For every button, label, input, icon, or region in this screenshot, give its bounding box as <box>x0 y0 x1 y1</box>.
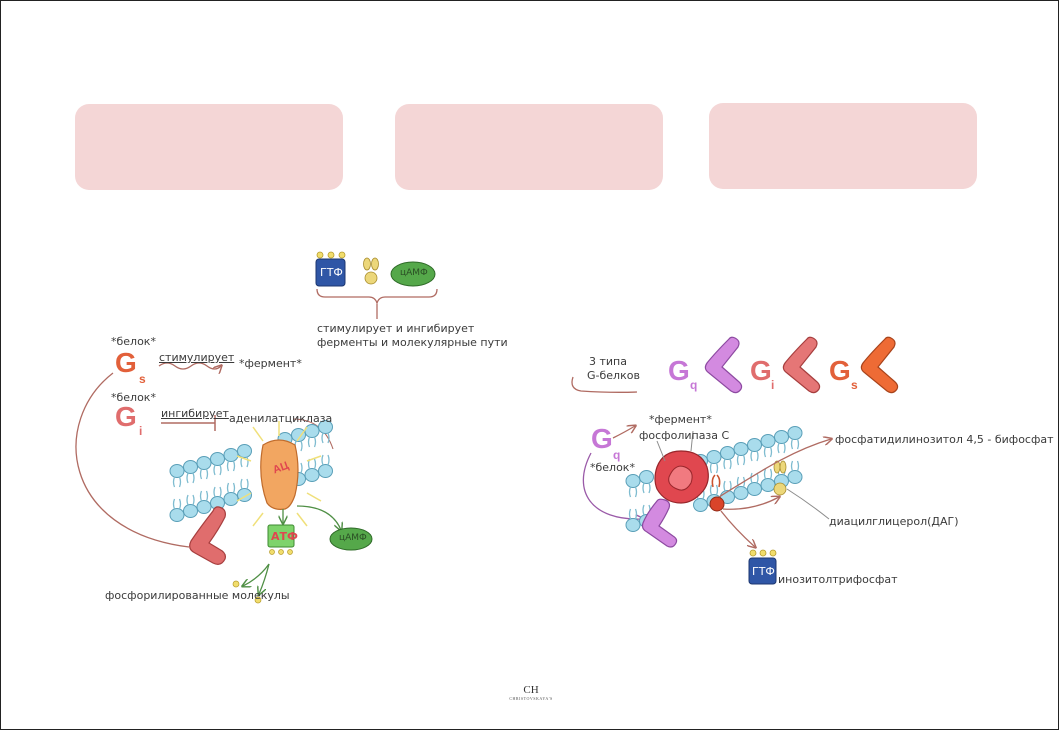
lipid-head <box>787 425 803 450</box>
lipid-head <box>209 486 226 511</box>
lipid-head <box>182 494 199 519</box>
phospholipase-c-label: фосфолипаза С <box>639 429 730 442</box>
empty-card-3 <box>709 103 977 189</box>
lipid-head <box>182 459 199 484</box>
gs-link-curve <box>75 372 190 548</box>
pip2-molecule <box>709 474 725 512</box>
ip3-label: инозитолтрифосфат <box>778 573 898 586</box>
enzyme-note-left: *фермент* <box>239 357 302 370</box>
gi-icon-top <box>782 336 821 394</box>
lipid-head <box>625 508 641 533</box>
legend-gtp-icon <box>315 251 346 287</box>
gq-icon-top <box>704 336 743 394</box>
atp-label: АТФ <box>271 530 298 543</box>
lipid-head <box>733 441 749 466</box>
inhibits-label: ингибирует <box>161 407 229 420</box>
legend-brace <box>316 288 438 306</box>
gq-link-curve <box>582 452 643 519</box>
gi-sub-left: i <box>139 424 143 438</box>
pip2-label: фосфатидилинозитол 4,5 - бифосфат <box>835 433 1054 446</box>
phospho-dot-2 <box>254 596 262 604</box>
gs-sub-top: s <box>851 378 858 392</box>
gs-icon-top <box>860 336 899 394</box>
legend-molecule-icon <box>363 257 379 285</box>
lipid-head <box>223 482 239 507</box>
lipid-head <box>223 447 239 472</box>
stimulates-label: стимулирует <box>159 351 235 364</box>
legend-caption-line1: стимулирует и ингибирует <box>317 322 475 335</box>
legend-gtp-label: ГТФ <box>320 266 343 279</box>
gs-letter-left: G <box>115 347 137 378</box>
three-types-line1: 3 типа <box>589 355 627 368</box>
adenylate-cyclase-label: аденилатциклаза <box>229 412 333 425</box>
camp-label-left: цАМФ <box>339 533 367 543</box>
lipid-head <box>773 429 790 454</box>
lipid-head <box>317 454 334 479</box>
camp-left <box>329 527 373 551</box>
lipid-head <box>196 490 212 515</box>
lipid-head <box>760 433 776 458</box>
lipid-head <box>625 473 641 498</box>
logo-mark: CH <box>523 684 539 696</box>
adenylate-cyclase-shape <box>260 439 299 510</box>
lipid-head <box>706 449 722 474</box>
lipid-head <box>209 451 226 476</box>
lipid-head <box>638 469 655 494</box>
three-types-bracket <box>571 376 638 393</box>
lipid-head <box>760 468 776 493</box>
gi-letter-top: G <box>750 355 772 386</box>
lipid-head <box>304 458 320 483</box>
dag-label: диацилглицерол(ДАГ) <box>829 515 959 528</box>
gq-alpha-membrane <box>641 498 678 548</box>
protein-note-1: *белок* <box>111 335 156 348</box>
gtp-label-right: ГТФ <box>752 565 775 578</box>
gi-letter-left: G <box>115 401 137 432</box>
atp-left <box>267 524 295 555</box>
legend-camp-icon <box>390 261 436 287</box>
lipid-head <box>236 478 253 503</box>
protein-note-right: *белок* <box>590 461 635 474</box>
lipid-head <box>169 463 185 488</box>
ac-glow <box>236 421 322 527</box>
inhibit-line <box>161 415 216 431</box>
stimulate-arrow <box>158 362 221 369</box>
gi-sub-top: i <box>771 378 775 392</box>
gq-letter-top: G <box>668 355 690 386</box>
legend-camp-label: цАМФ <box>400 268 428 278</box>
lipid-head <box>746 472 763 497</box>
protein-note-2: *белок* <box>111 391 156 404</box>
legend-caption-line2: ферменты и молекулярные пути <box>317 336 508 349</box>
three-types-line2: G-белков <box>587 369 640 382</box>
lipid-head <box>196 455 212 480</box>
dag-molecule <box>773 460 787 496</box>
gq-sub-top: q <box>690 378 698 392</box>
phospholipase-c-shape <box>654 430 709 504</box>
gq-sub-membrane: q <box>613 448 621 462</box>
gq-letter-membrane: G <box>591 423 613 454</box>
enzyme-note-right: *фермент* <box>649 413 712 426</box>
lipid-head <box>169 498 185 523</box>
ip3-gtp-icon <box>748 549 777 585</box>
lipid-head <box>236 443 253 468</box>
lipid-head <box>719 445 736 470</box>
lipid-head <box>787 460 803 485</box>
gs-sub-left: s <box>139 372 146 386</box>
gs-letter-top: G <box>829 355 851 386</box>
phosphorylated-label: фосфорилированные молекулы <box>105 589 290 602</box>
footer-logo: CH CHRISTOVSKAYA'S <box>501 684 561 702</box>
lipid-head <box>746 437 763 462</box>
empty-card-1 <box>75 104 343 190</box>
logo-name: CHRISTOVSKAYA'S <box>509 696 553 701</box>
phospho-dot-1 <box>232 580 240 588</box>
g-alpha-left <box>189 506 226 565</box>
empty-card-2 <box>395 104 663 190</box>
